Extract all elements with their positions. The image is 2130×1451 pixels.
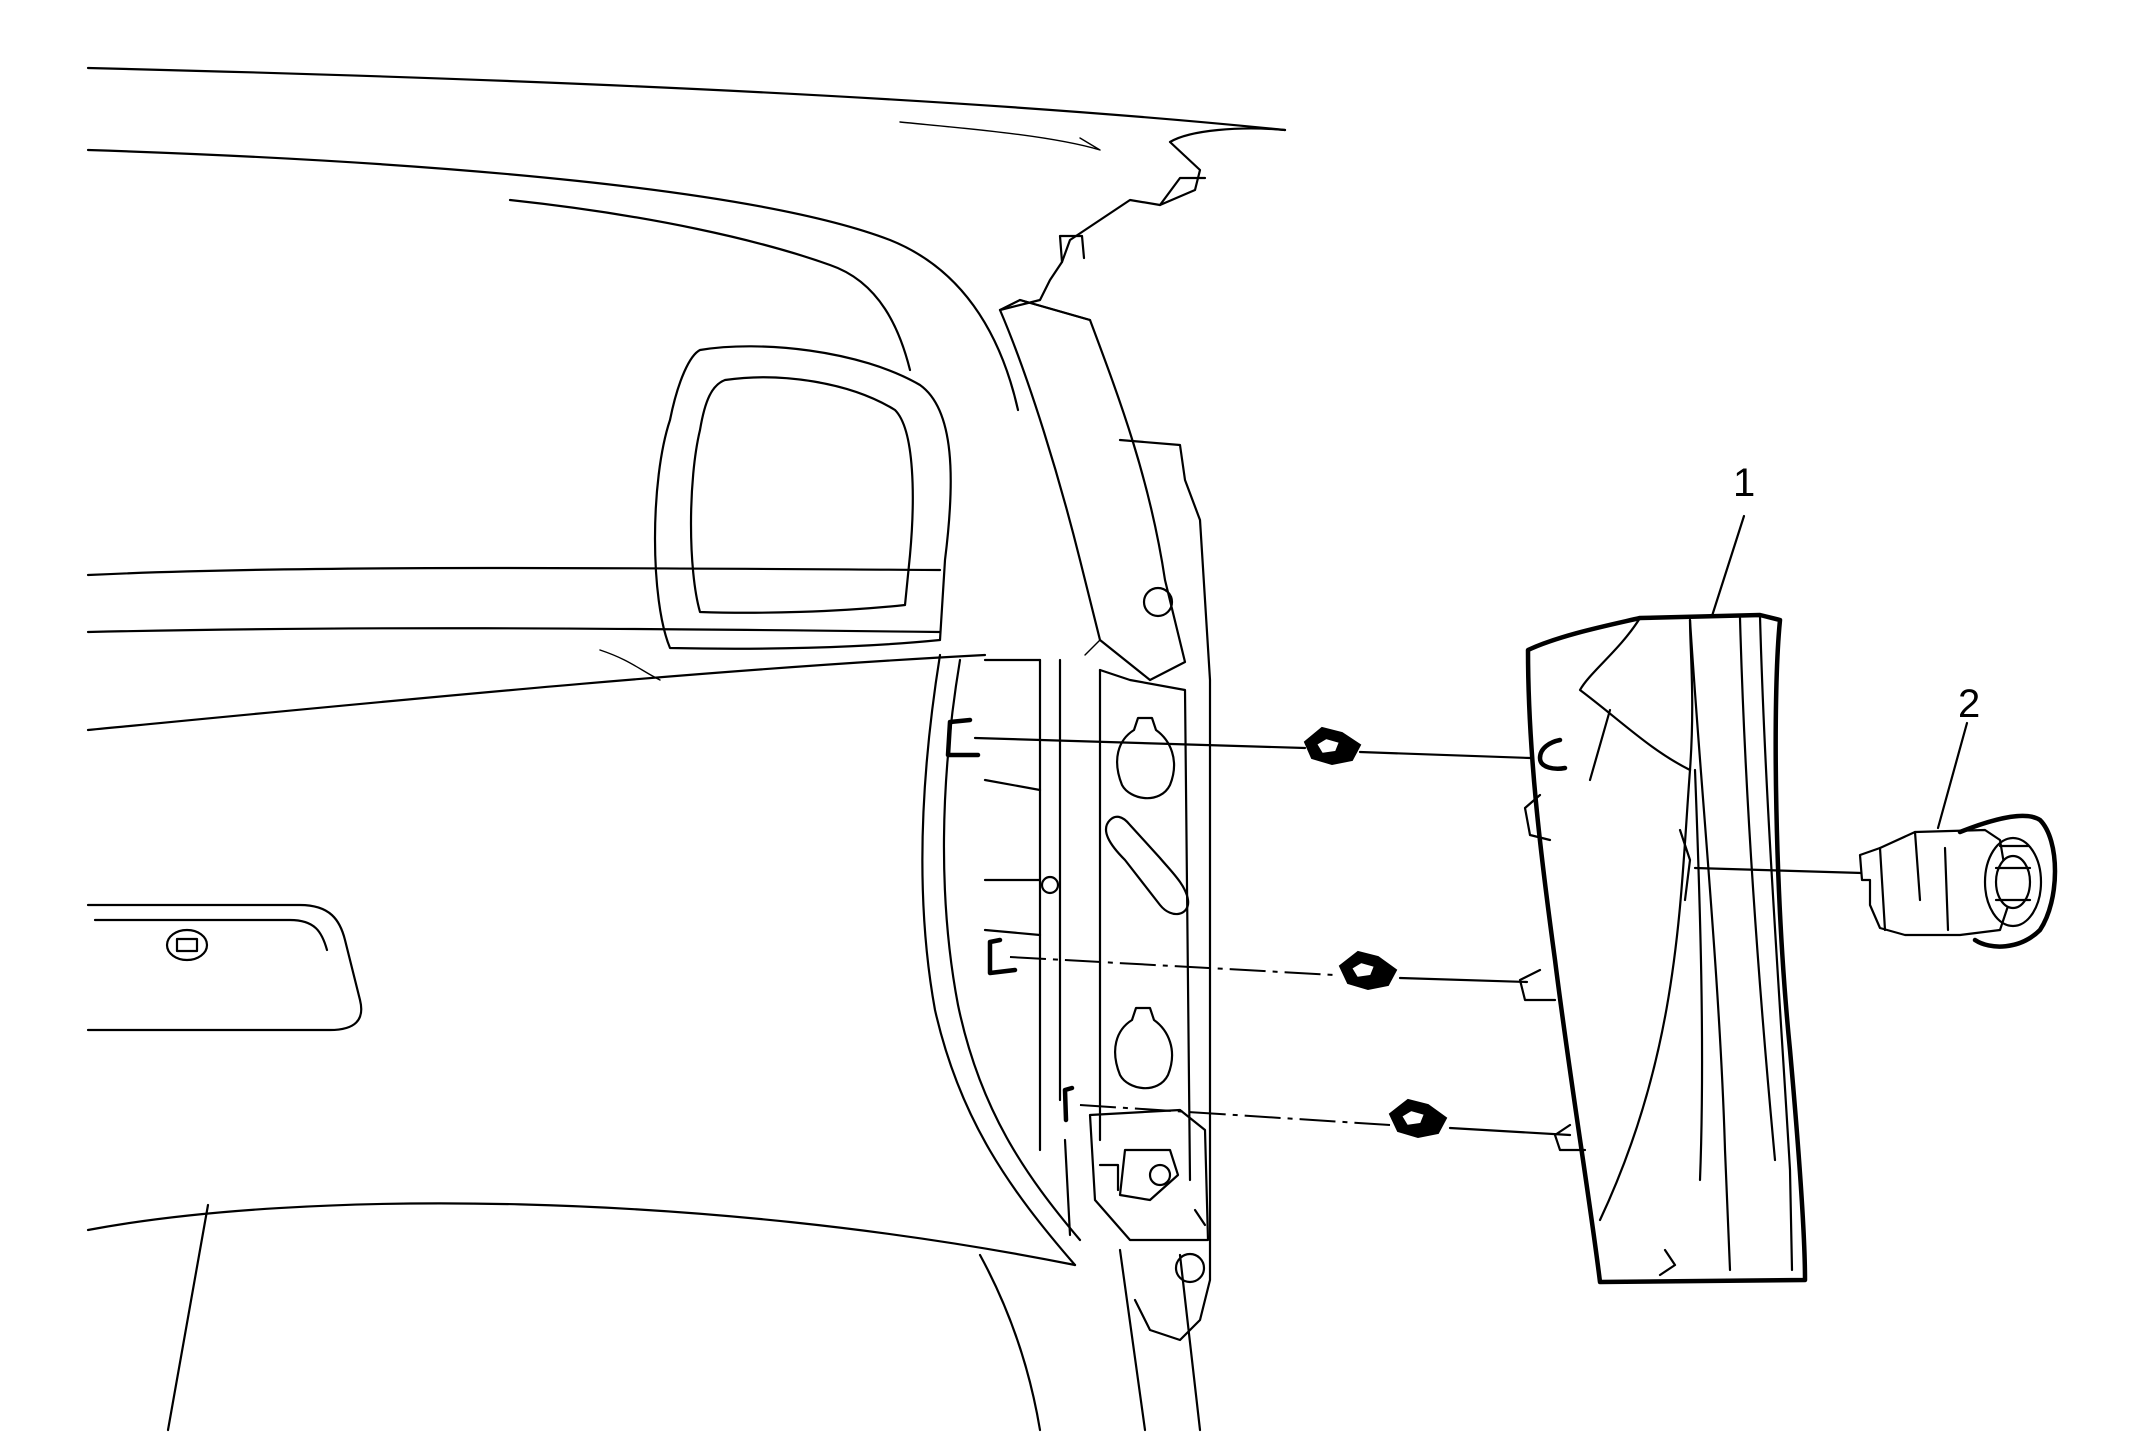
side-panel-outline: [921, 653, 1082, 1267]
side-air-vent: [653, 345, 952, 650]
instrument-panel: [86, 66, 1287, 1432]
retainer-clips: [1303, 726, 1448, 1139]
trim-panel: [1518, 612, 1808, 1285]
callout-label-2: 2: [1958, 682, 1981, 726]
alignment-lines: [973, 736, 1864, 1137]
a-pillar-trim: [998, 298, 1187, 682]
glovebox-latch-area: [86, 903, 363, 1032]
switch-assembly: [1858, 813, 2058, 949]
panel-clip-slots: [945, 717, 1075, 1123]
body-pillar-structure: [983, 438, 1212, 1342]
callout-label-1: 1: [1733, 461, 1756, 505]
callout-leaders: [1710, 514, 1969, 830]
